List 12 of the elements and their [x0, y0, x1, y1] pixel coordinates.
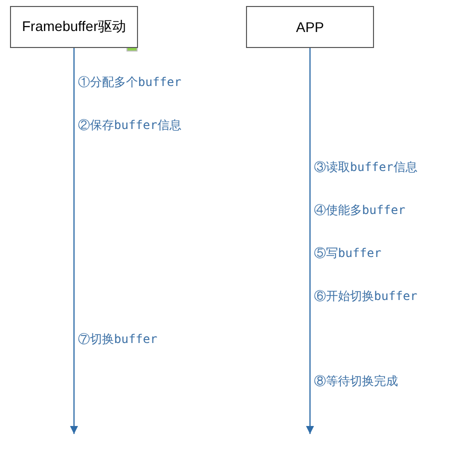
- step-label: ①分配多个buffer: [76, 74, 184, 91]
- step-label: ③读取buffer信息: [312, 159, 420, 176]
- participant-box: Framebuffer驱动: [10, 6, 138, 48]
- lifeline-arrow: [70, 48, 78, 434]
- step-label: ⑤写buffer: [312, 245, 384, 262]
- lifeline-arrow: [306, 48, 314, 434]
- step-label: ⑥开始切换buffer: [312, 288, 420, 305]
- step-label: ②保存buffer信息: [76, 117, 184, 134]
- participant-box: APP: [246, 6, 374, 48]
- step-label: ⑦切换buffer: [76, 331, 160, 348]
- step-label: ④使能多buffer: [312, 202, 408, 219]
- step-label: ⑧等待切换完成: [312, 373, 400, 390]
